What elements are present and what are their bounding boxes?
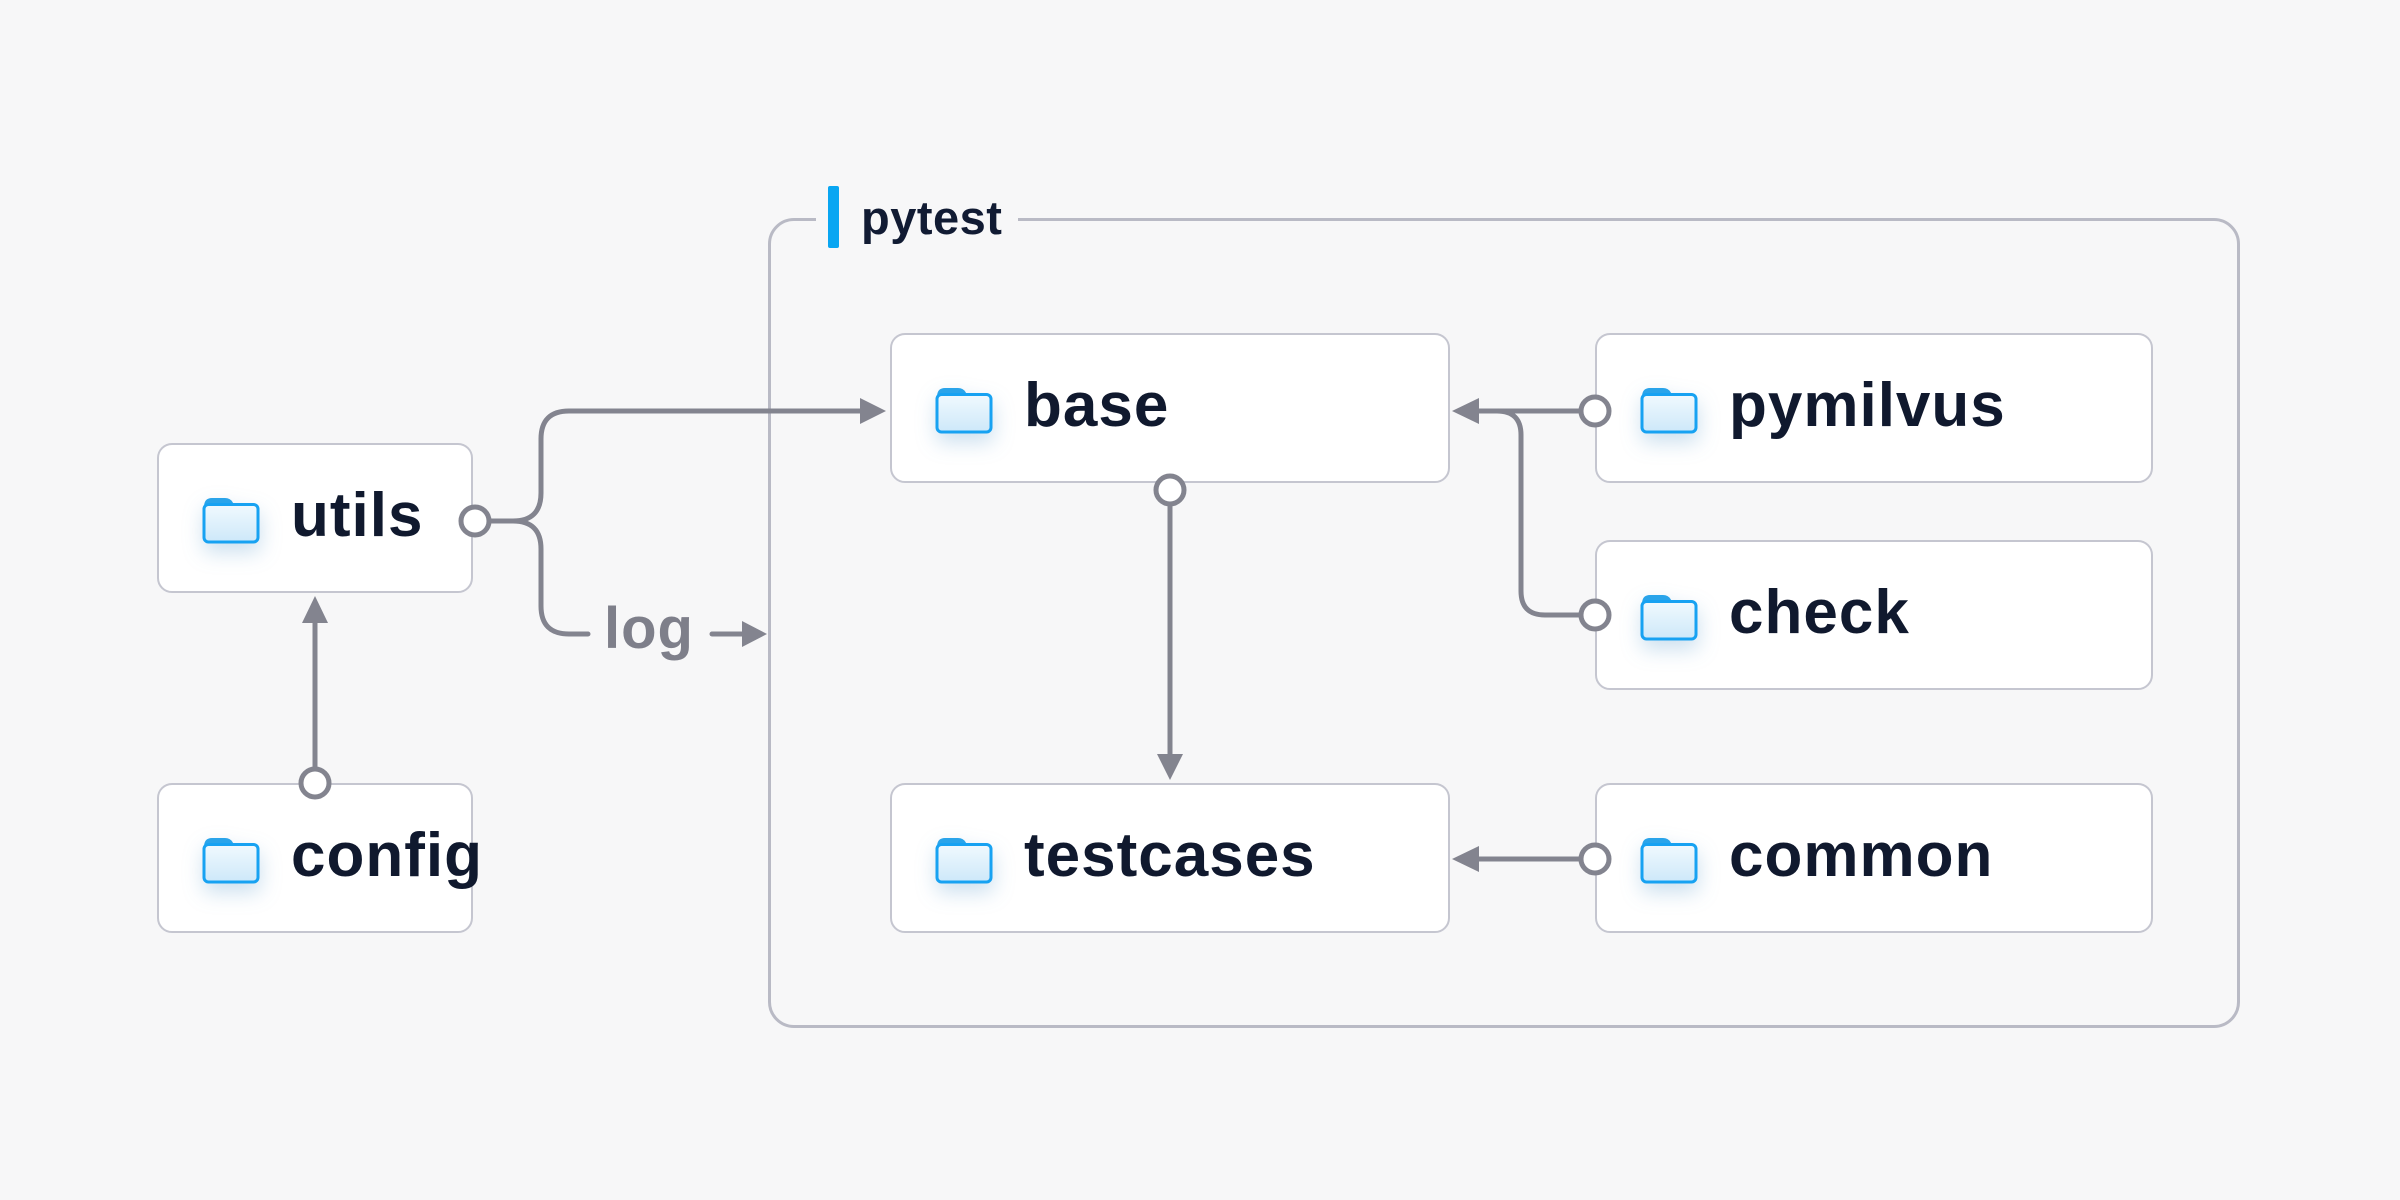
- node-common: common: [1595, 783, 2153, 933]
- node-utils: utils: [157, 443, 473, 593]
- node-base: base: [890, 333, 1450, 483]
- group-title: pytest: [861, 190, 1003, 244]
- node-pymilvus: pymilvus: [1595, 333, 2153, 483]
- folder-icon: [202, 496, 260, 544]
- folder-icon: [202, 836, 260, 884]
- node-label: common: [1729, 821, 1994, 890]
- folder-icon: [1640, 386, 1698, 434]
- pytest-group-container: [768, 218, 2240, 1028]
- arrowhead: [742, 621, 767, 647]
- arrowhead: [302, 596, 328, 623]
- folder-icon: [1640, 836, 1698, 884]
- node-label: check: [1729, 578, 1910, 647]
- folder-icon: [935, 386, 993, 434]
- folder-icon: [1640, 593, 1698, 641]
- node-label: testcases: [1024, 821, 1316, 890]
- node-config: config: [157, 783, 482, 933]
- folder-icon: [935, 836, 993, 884]
- node-label: config: [291, 821, 483, 890]
- edge-config-to-utils: [298, 596, 332, 800]
- node-label: base: [1024, 371, 1170, 440]
- pytest-group-label: pytest: [816, 184, 1019, 250]
- edge-label-log: log: [604, 596, 694, 661]
- accent-bar: [828, 186, 839, 248]
- node-label: pymilvus: [1729, 371, 2006, 440]
- node-check: check: [1595, 540, 2153, 690]
- node-testcases: testcases: [890, 783, 1450, 933]
- node-label: utils: [291, 481, 424, 550]
